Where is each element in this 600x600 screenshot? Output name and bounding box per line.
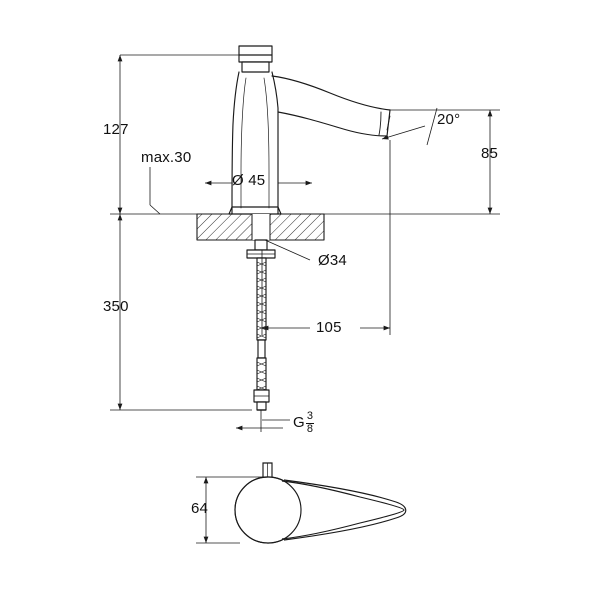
- dimension-label-127: 127: [103, 121, 129, 138]
- dimension-label-max-30: max.30: [141, 149, 192, 166]
- dimension-lines: [110, 54, 500, 544]
- dimension-label-diameter-34: Ø34: [318, 252, 347, 269]
- dimension-label-105: 105: [316, 319, 342, 336]
- dimension-label-64: 64: [191, 500, 209, 517]
- faucet-top-plan: [234, 462, 407, 544]
- dimension-label-diameter-45: Ø 45: [232, 172, 266, 189]
- dimension-label-angle-20: 20°: [437, 111, 461, 128]
- dimension-label-85: 85: [481, 145, 499, 162]
- thread-letter: G: [293, 414, 305, 432]
- dimension-label-350: 350: [103, 298, 129, 315]
- faucet-front-elevation: [196, 45, 391, 411]
